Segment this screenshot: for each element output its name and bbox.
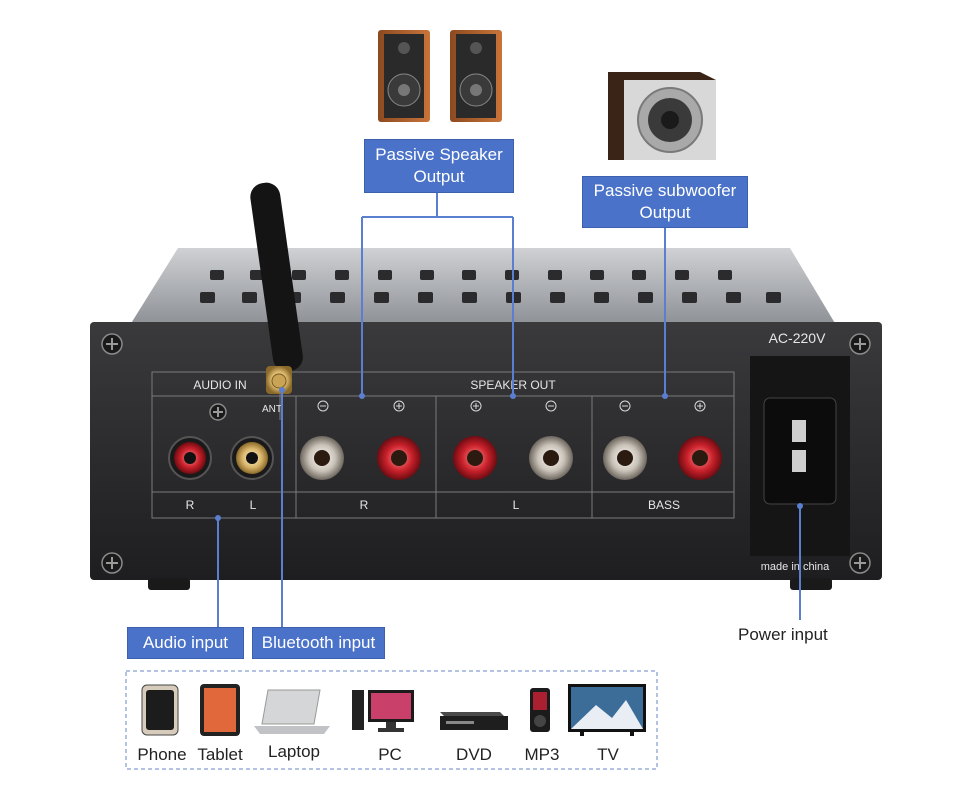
mp3-icon bbox=[530, 688, 550, 732]
rca-r-label: R bbox=[186, 498, 195, 512]
passive-speaker-callout: Passive Speaker Output bbox=[364, 139, 514, 193]
speaker-r-label: R bbox=[360, 498, 369, 512]
tablet-icon bbox=[200, 684, 240, 736]
device-label-laptop: Laptop bbox=[268, 742, 320, 761]
device-label-tablet: Tablet bbox=[197, 745, 243, 764]
audio-in-label: AUDIO IN bbox=[193, 378, 246, 392]
audio-input-callout: Audio input bbox=[127, 627, 244, 659]
tv-icon bbox=[568, 684, 646, 736]
top-cover bbox=[130, 248, 836, 325]
ant-label: ANT bbox=[262, 404, 282, 415]
bass-label: BASS bbox=[648, 498, 680, 512]
ac-voltage-label: AC-220V bbox=[769, 330, 826, 346]
speaker-l-label: L bbox=[513, 498, 520, 512]
device-label-mp3: MP3 bbox=[524, 745, 560, 764]
dvd-icon bbox=[440, 712, 508, 730]
binding-post-icons bbox=[300, 436, 722, 480]
bluetooth-input-callout: Bluetooth input bbox=[252, 627, 385, 659]
made-in-label: made in china bbox=[761, 561, 830, 573]
antenna-icon bbox=[250, 182, 303, 394]
power-input-label: Power input bbox=[738, 625, 828, 644]
passive-subwoofer-callout: Passive subwoofer Output bbox=[582, 176, 748, 228]
device-label-tv: TV bbox=[597, 745, 619, 764]
device-label-phone: Phone bbox=[137, 745, 187, 764]
rca-jack-icons bbox=[168, 436, 274, 480]
pc-icon bbox=[352, 690, 414, 732]
leader-lines bbox=[217, 193, 801, 628]
rca-l-label: L bbox=[250, 498, 257, 512]
phone-icon bbox=[141, 684, 179, 736]
device-label-pc: PC bbox=[378, 745, 402, 764]
bookshelf-speaker-icon bbox=[378, 30, 502, 122]
subwoofer-icon bbox=[608, 72, 716, 160]
device-label-dvd: DVD bbox=[456, 745, 492, 764]
laptop-icon bbox=[254, 689, 330, 734]
